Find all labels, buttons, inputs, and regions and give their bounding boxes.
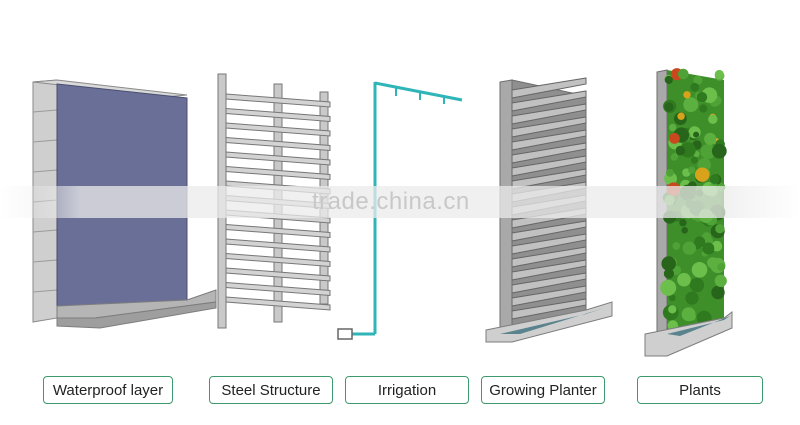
plants-illustration [644,68,733,357]
planter-pocket [511,220,587,242]
planter-pocket [511,285,587,307]
label-steel-structure: Steel Structure [209,376,333,404]
label-irrigation: Irrigation [345,376,469,404]
watermark-text: trade.china.cn [312,188,470,215]
watermark-band [0,186,800,218]
steel-bar [225,93,331,108]
planter-pocket [511,155,587,177]
steel-bar [225,223,331,239]
steel-bar [225,136,331,152]
label-waterproof-layer: Waterproof layer [43,376,173,404]
foliage-leaf [664,75,673,84]
foliage-leaf [714,274,727,287]
foliage-leaf [682,241,696,255]
foliage-leaf [711,143,727,159]
foliage-leaf [677,272,691,287]
foliage-leaf [683,97,699,113]
label-plants: Plants [637,376,763,404]
foliage-leaf [704,132,717,145]
planter-pocket [511,116,587,138]
foliage-leaf [688,166,696,174]
foliage-leaf [693,131,700,138]
foliage-leaf [668,294,676,302]
planter-pocket [511,77,587,99]
foliage-leaf [717,263,726,272]
foliage-leaf [660,279,677,296]
foliage-leaf [661,256,676,271]
planter-pocket [511,272,587,294]
foliage-leaf [670,153,678,161]
foliage-leaf [702,242,715,255]
foliage-leaf [681,307,696,322]
planter-pocket [511,103,587,125]
foliage-leaf [683,91,691,99]
steel-bar [225,107,331,123]
foliage-leaf [694,236,706,248]
foliage-leaf [690,82,700,92]
foliage-leaf [675,145,686,156]
steel-bar [225,281,331,297]
steel-bar [225,267,331,282]
foliage-leaf [666,168,674,177]
planter-pocket [511,298,587,320]
foliage-leaf [702,232,711,241]
steel-bar [225,165,331,181]
foliage-leaf [689,277,705,293]
steel-bar [225,238,331,253]
foliage-leaf [672,242,681,250]
foliage-leaf [677,112,685,120]
foliage-leaf [700,144,716,160]
label-growing-planter: Growing Planter [481,376,605,404]
foliage-leaf [699,104,708,113]
foliage-leaf [691,262,708,278]
foliage-leaf [664,102,674,112]
planter-pocket [511,129,587,151]
foliage-leaf [715,224,725,234]
foliage-leaf [678,68,689,80]
foliage-leaf [681,227,688,234]
planter-pocket [511,233,587,255]
foliage-leaf [663,268,675,279]
foliage-leaf [714,69,724,80]
steel-bar [225,252,331,268]
foliage-leaf [690,156,698,164]
foliage-leaf [695,167,710,182]
steel-bar [225,151,331,166]
foliage-leaf [708,114,718,125]
foliage-leaf [679,219,687,227]
foliage-leaf [709,174,720,185]
planter-pocket [511,90,587,112]
foliage-leaf [669,133,680,144]
foliage-leaf [693,75,703,85]
planter-pocket [511,246,587,268]
foliage-leaf [668,305,677,314]
foliage-leaf [696,92,708,103]
foliage-leaf [711,285,725,300]
steel-bar [225,296,331,311]
steel-bar [225,122,331,137]
foliage-leaf [669,123,677,132]
planter-pocket [511,142,587,164]
planter-pocket [511,259,587,281]
foliage-leaf [685,291,699,305]
